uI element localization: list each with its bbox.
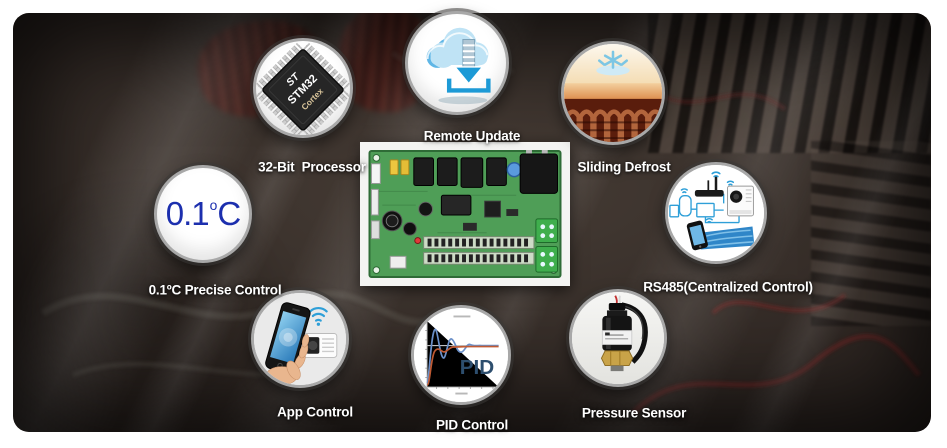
controller-pcb-photo <box>360 142 570 286</box>
feature-circle-app-control <box>251 290 349 388</box>
defrost-coil-icon <box>564 44 662 142</box>
feature-label-pressure-sensor: Pressure Sensor <box>581 405 687 421</box>
feature-circle-remote-update <box>405 11 509 115</box>
pressure-sensor-icon <box>572 292 664 384</box>
degree-mark: o <box>209 197 218 214</box>
temp-number: 0.1 <box>165 195 210 232</box>
pid-text: PID <box>460 356 495 379</box>
feature-circle-sliding-defrost <box>561 41 665 145</box>
rs485-network-icon <box>668 165 764 261</box>
feature-label-pid-control: PID Control <box>435 417 509 433</box>
feature-label-remote-update: Remote Update <box>423 128 521 144</box>
temp-unit: C <box>217 195 241 232</box>
heatsink-fins-texture <box>811 141 931 326</box>
feature-label-processor: 32-Bit Processor <box>258 159 366 175</box>
app-control-icon <box>254 293 346 385</box>
feature-circle-processor: ST STM32 Cortex <box>253 38 353 138</box>
feature-label-precise-control: 0.1ºC Precise Control <box>148 282 282 298</box>
feature-circle-rs485 <box>665 162 767 264</box>
heatsink-fins-texture <box>648 13 931 153</box>
pcb-board-graphic <box>368 150 562 278</box>
stm32-chip-icon: ST STM32 Cortex <box>256 42 350 135</box>
feature-circle-pid-control: PID <box>411 305 511 405</box>
feature-label-app-control: App Control <box>277 404 353 420</box>
feature-label-rs485: RS485(Centralized Control) <box>643 279 813 295</box>
feature-circle-pressure-sensor <box>569 289 667 387</box>
cloud-download-icon <box>426 27 491 105</box>
feature-label-sliding-defrost: Sliding Defrost <box>577 159 671 175</box>
pid-graph-icon: PID <box>414 308 508 402</box>
